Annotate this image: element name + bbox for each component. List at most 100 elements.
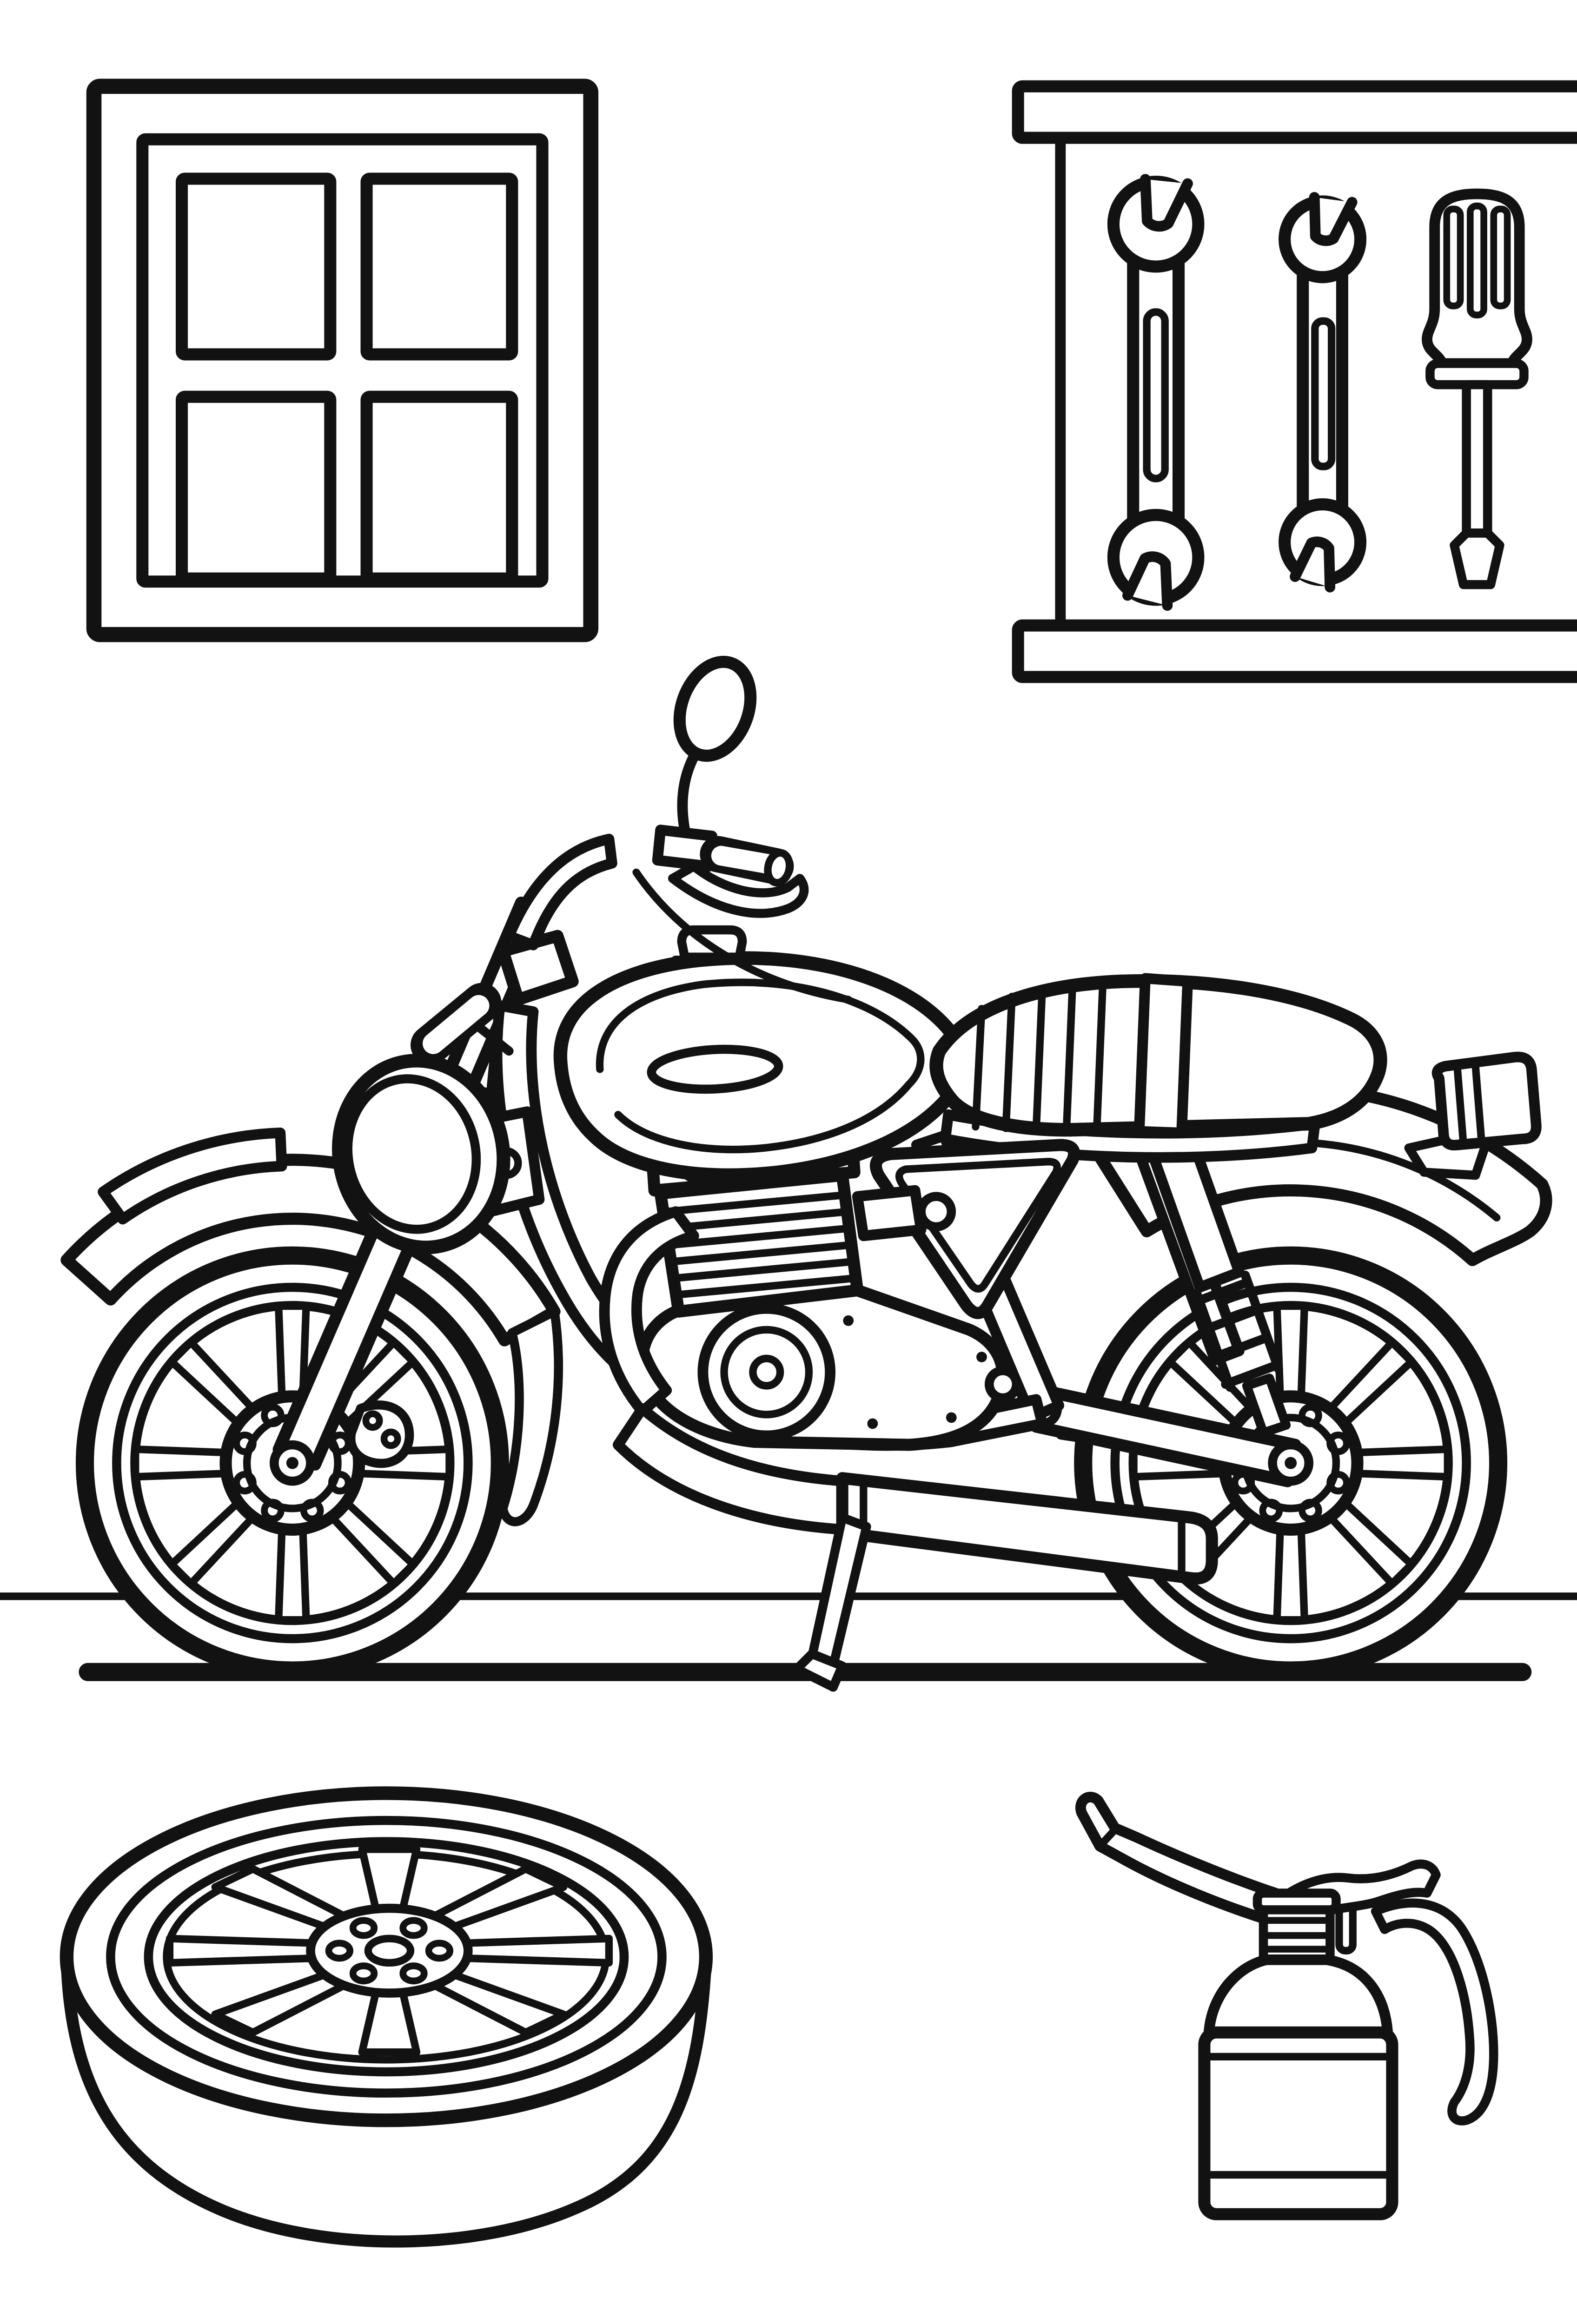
wrench-bottom-jaw-notch [1122, 551, 1173, 611]
engine-bolt [867, 1418, 878, 1429]
bolt-hole [300, 1499, 324, 1523]
window-pane-bottom-right [360, 390, 518, 585]
engine-bolt [946, 1412, 957, 1423]
wrench-top-jaw-notch [1140, 174, 1193, 232]
brake-lever [668, 862, 809, 918]
grip-end-cap [764, 849, 794, 887]
bolt-hole [233, 1431, 257, 1455]
tail-light-bands [1453, 1062, 1485, 1148]
primary-cover-hub [749, 1354, 784, 1390]
shock-spring-rails [1192, 1270, 1283, 1392]
carburetor-intake [916, 1192, 956, 1232]
handlebar [504, 833, 617, 951]
screwdriver [1422, 188, 1532, 589]
sprocket-cover [984, 1366, 1021, 1403]
caliper-bolt [362, 1410, 383, 1431]
shoulder [1203, 1954, 1393, 2038]
screwdriver-grip-groove [1490, 205, 1511, 310]
rear-axle-nut [1285, 1457, 1297, 1469]
handlebar-group [504, 655, 852, 1004]
window-pane-top-left [175, 172, 337, 361]
tail-light [1431, 1051, 1542, 1151]
carburetor [852, 1185, 927, 1241]
seat-ribs [972, 979, 1107, 1134]
kickstand-leg [807, 1513, 871, 1671]
bolt-hole [233, 1471, 257, 1495]
kickstand-foot [792, 1649, 847, 1692]
rear-tire-inner-edge [1110, 1282, 1471, 1644]
screwdriver-grip-groove [1466, 202, 1487, 319]
side-panel-inner-line [895, 1158, 1061, 1293]
tank-emblem [647, 1044, 783, 1094]
tool-board-top-rail [1012, 80, 1577, 144]
seat-strap [1133, 973, 1193, 1138]
engine-bolt [843, 1315, 854, 1326]
spoke [1273, 1525, 1308, 1624]
spout-tip-line [1096, 1824, 1120, 1850]
wrench-bottom-jaw-notch [1290, 536, 1336, 593]
tank-body [553, 951, 970, 1182]
spoke [166, 1934, 318, 1967]
spoke [275, 1525, 310, 1624]
bolt-hole [261, 1499, 285, 1523]
screwdriver-handle [1422, 188, 1532, 369]
pump-handle [1371, 1898, 1498, 2126]
screwdriver-shaft [1462, 380, 1492, 538]
tank-inner-line [596, 978, 925, 1154]
window-pane-top-right [360, 172, 518, 361]
spoke [358, 1989, 421, 2056]
spare-center-hole [364, 1934, 415, 1967]
shock-lower-link [1242, 1373, 1291, 1438]
control-cable [632, 868, 852, 1004]
spout [1075, 1791, 1281, 1926]
bolt-hole [1326, 1431, 1350, 1455]
bolt-hole [325, 1940, 354, 1962]
wrench-slot [1143, 308, 1169, 482]
tool-board-bottom-rail [1012, 619, 1577, 683]
spoke [358, 1845, 421, 1912]
caliper-bolt [380, 1428, 401, 1449]
window-pane-bottom-left [175, 390, 337, 585]
side-panel [870, 1139, 1080, 1319]
front-fender-cap [98, 1127, 287, 1225]
spare-spokes [166, 1845, 613, 2056]
muffler [836, 1472, 1218, 1585]
tool-board [1012, 80, 1577, 683]
shock-spring-coils [1189, 1280, 1279, 1389]
headlight-rim [343, 1074, 481, 1234]
neck-threads [1263, 1917, 1331, 1953]
bolt-hole [1259, 1499, 1283, 1523]
front-axle-nut [286, 1457, 298, 1469]
bolt-hole [349, 1917, 378, 1939]
spoke [132, 1445, 231, 1481]
mirror [673, 655, 757, 762]
bolt-hole [1326, 1471, 1350, 1495]
window [86, 79, 599, 642]
wrench-top-jaw-notch [1309, 192, 1358, 246]
spare-tire [60, 1786, 713, 2248]
screwdriver-tip [1450, 528, 1504, 589]
wrench-large [1107, 174, 1205, 611]
bolt-hole [328, 1471, 352, 1495]
turn-signal-body [423, 995, 490, 1054]
bolt-hole [425, 1940, 454, 1962]
bolt-hole [1299, 1404, 1322, 1427]
kickstand [792, 1513, 871, 1692]
bolt-hole [261, 1404, 285, 1427]
spare-hub-bolts [325, 1917, 454, 1985]
headlight-group [332, 983, 545, 1254]
rim-outer-bead [144, 1837, 629, 2077]
wrench-slot [1311, 317, 1336, 470]
can-bands [1200, 2053, 1396, 2179]
cooling-fins [663, 1191, 858, 1299]
wrench-small [1279, 192, 1367, 593]
engine-bolt [976, 1352, 987, 1362]
motorcycle [60, 655, 1552, 1692]
front-mudflap [498, 1307, 563, 1526]
neck-rim [1252, 1888, 1341, 1915]
fuel-tank [553, 925, 970, 1182]
signal-stalk [474, 1022, 514, 1056]
grip-body [711, 845, 782, 875]
bolt-hole [1299, 1499, 1322, 1523]
